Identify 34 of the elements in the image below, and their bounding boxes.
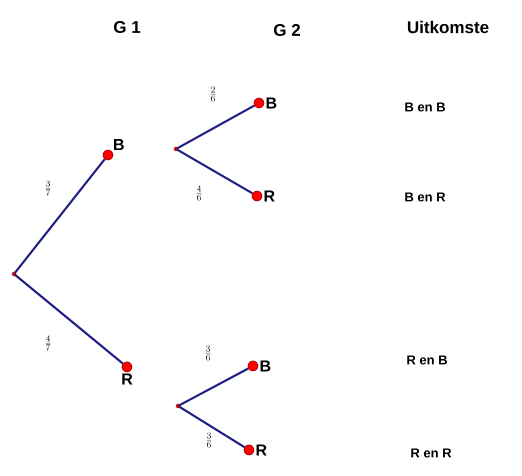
node-label: R [264, 190, 275, 202]
branch-line [178, 406, 246, 448]
outcome-label: B en B [405, 102, 445, 112]
probability-fraction: $\frac{4}{7}$ [44, 334, 53, 352]
branch-line [14, 158, 106, 274]
branch-line [176, 148, 253, 194]
probability-fraction: $\frac{3}{6}$ [204, 432, 214, 448]
probability-fraction: $\frac{4}{6}$ [194, 184, 204, 202]
node-label: R [122, 373, 132, 384]
probability-fraction: $\frac{2}{6}$ [208, 86, 218, 102]
tree-point: R [252, 190, 275, 202]
branch-line [14, 274, 124, 364]
tree-point: R [244, 444, 267, 456]
branch-line [178, 368, 249, 406]
column-heading: G 2 [274, 24, 300, 36]
branch-line [176, 104, 255, 150]
column-heading: G 1 [114, 20, 140, 34]
probability-fraction: $\frac{3}{6}$ [204, 344, 213, 362]
tree-point: B [102, 139, 124, 160]
tree-point: B [254, 97, 276, 108]
tree-point: B [248, 360, 270, 372]
branch-point [174, 146, 178, 152]
tree-point: R [122, 362, 132, 384]
branch-point [12, 272, 16, 276]
node-label: B [260, 360, 270, 372]
outcome-label: R en B [407, 355, 447, 365]
outcome-label: B en R [405, 192, 446, 202]
branch-point [176, 404, 180, 408]
outcome-label: R en R [411, 448, 452, 458]
node-label: B [114, 139, 124, 150]
node-label: R [256, 444, 267, 456]
probability-fraction: $\frac{3}{7}$ [44, 180, 53, 196]
node-label: B [266, 97, 276, 108]
column-heading: Uitkomste [408, 20, 488, 34]
